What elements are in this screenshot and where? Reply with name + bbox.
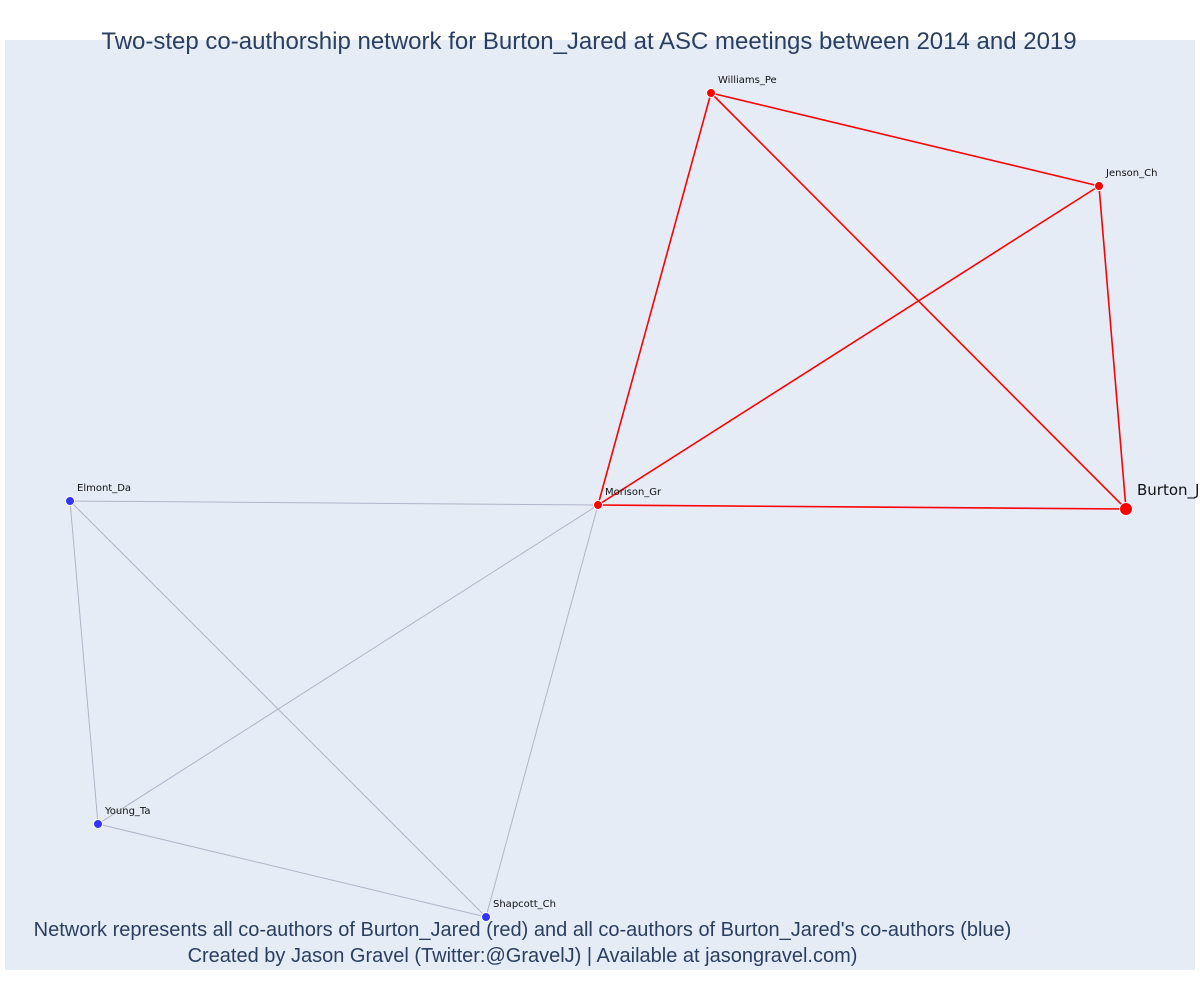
edge-young-ta-shapcott-ch xyxy=(97,823,487,918)
chart-title: Two-step co-authorship network for Burto… xyxy=(101,28,1077,55)
node-label-morison-gr: Morison_Gr xyxy=(605,487,662,498)
node-morison-gr[interactable] xyxy=(593,500,603,510)
footer-description: Network represents all co-authors of Bur… xyxy=(33,919,1012,941)
node-williams-pe[interactable] xyxy=(706,88,716,98)
edge-elmont-da-morison-gr xyxy=(69,500,599,506)
nodes-layer xyxy=(65,88,1133,922)
node-label-elmont-da: Elmont_Da xyxy=(77,483,131,494)
chart-footer: Network represents all co-authors of Bur… xyxy=(0,917,1045,969)
node-label-burton-jared: Burton_J xyxy=(1137,481,1199,500)
edge-young-ta-morison-gr xyxy=(97,504,599,825)
node-label-williams-pe: Williams_Pe xyxy=(718,75,777,86)
edges-layer xyxy=(69,92,1127,918)
node-label-jenson-ch: Jenson_Ch xyxy=(1105,168,1157,179)
node-label-shapcott-ch: Shapcott_Ch xyxy=(493,899,556,910)
node-shapcott-ch[interactable] xyxy=(481,912,491,922)
edge-williams-pe-jenson-ch xyxy=(710,92,1100,187)
edge-morison-gr-burton-jared xyxy=(597,504,1127,510)
node-elmont-da[interactable] xyxy=(65,496,75,506)
node-young-ta[interactable] xyxy=(93,819,103,829)
edge-williams-pe-morison-gr xyxy=(597,92,712,506)
node-label-young-ta: Young_Ta xyxy=(104,806,151,817)
edge-jenson-ch-burton-jared xyxy=(1098,185,1127,510)
edge-elmont-da-young-ta xyxy=(69,500,99,825)
node-burton-jared[interactable] xyxy=(1119,502,1133,516)
footer-credit: Created by Jason Gravel (Twitter:@Gravel… xyxy=(187,945,858,967)
edge-shapcott-ch-morison-gr xyxy=(485,504,599,918)
node-jenson-ch[interactable] xyxy=(1094,181,1104,191)
edge-jenson-ch-morison-gr xyxy=(597,185,1100,506)
